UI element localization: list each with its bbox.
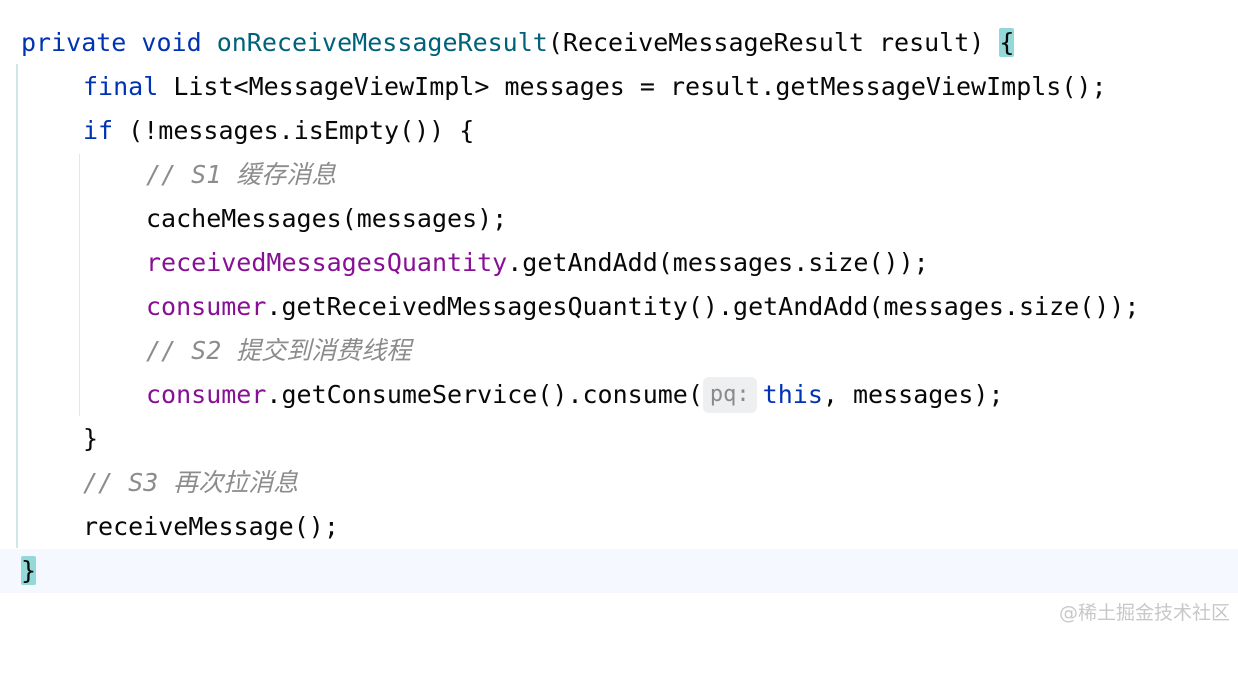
keyword-private: private <box>21 28 127 57</box>
keyword-this: this <box>762 380 823 409</box>
code-line-9[interactable]: consumer.getConsumeService().consume(pq:… <box>0 373 1238 417</box>
code-line-11[interactable]: // S3 再次拉消息 <box>0 461 1238 505</box>
code-line-13[interactable]: } <box>0 549 1238 593</box>
code-line-8[interactable]: // S2 提交到消费线程 <box>0 329 1238 373</box>
parameter-hint: pq: <box>702 377 757 413</box>
keyword-if: if <box>83 116 114 145</box>
closing-brace: } <box>83 424 99 453</box>
statement-text: , messages); <box>822 380 1004 409</box>
code-line-5[interactable]: cacheMessages(messages); <box>0 197 1238 241</box>
matched-open-brace: { <box>999 28 1015 57</box>
statement-text: List<MessageViewImpl> messages = result.… <box>158 72 1107 101</box>
code-line-10[interactable]: } <box>0 417 1238 461</box>
keyword-void: void <box>141 28 202 57</box>
statement-text: .getReceivedMessagesQuantity().getAndAdd… <box>266 292 1140 321</box>
method-name: onReceiveMessageResult <box>216 28 548 57</box>
statement-text: .getAndAdd(messages.size()); <box>507 248 929 277</box>
statement-text: cacheMessages(messages); <box>146 204 508 233</box>
code-line-6[interactable]: receivedMessagesQuantity.getAndAdd(messa… <box>0 241 1238 285</box>
watermark: @稀土掘金技术社区 <box>1058 602 1230 624</box>
code-line-4[interactable]: // S1 缓存消息 <box>0 153 1238 197</box>
code-line-7[interactable]: consumer.getReceivedMessagesQuantity().g… <box>0 285 1238 329</box>
statement-text: .getConsumeService().consume( <box>266 380 703 409</box>
comment-s2: // S2 提交到消费线程 <box>146 336 412 365</box>
field-reference: consumer <box>146 292 267 321</box>
comment-s3: // S3 再次拉消息 <box>83 468 299 497</box>
code-line-2[interactable]: final List<MessageViewImpl> messages = r… <box>0 65 1238 109</box>
code-line-3[interactable]: if (!messages.isEmpty()) { <box>0 109 1238 153</box>
code-line-1[interactable]: private void onReceiveMessageResult(Rece… <box>0 21 1238 65</box>
statement-text: (!messages.isEmpty()) { <box>113 116 475 145</box>
method-params: (ReceiveMessageResult result) <box>547 28 1000 57</box>
code-line-12[interactable]: receiveMessage(); <box>0 505 1238 549</box>
if-block-indent-guide <box>79 154 80 416</box>
field-reference: consumer <box>146 380 267 409</box>
keyword-final: final <box>83 72 159 101</box>
method-scope-guide <box>16 64 18 548</box>
matched-close-brace: } <box>21 556 37 585</box>
field-reference: receivedMessagesQuantity <box>146 248 508 277</box>
statement-text: receiveMessage(); <box>83 512 339 541</box>
comment-s1: // S1 缓存消息 <box>146 160 337 189</box>
code-editor[interactable]: private void onReceiveMessageResult(Rece… <box>0 0 1238 630</box>
